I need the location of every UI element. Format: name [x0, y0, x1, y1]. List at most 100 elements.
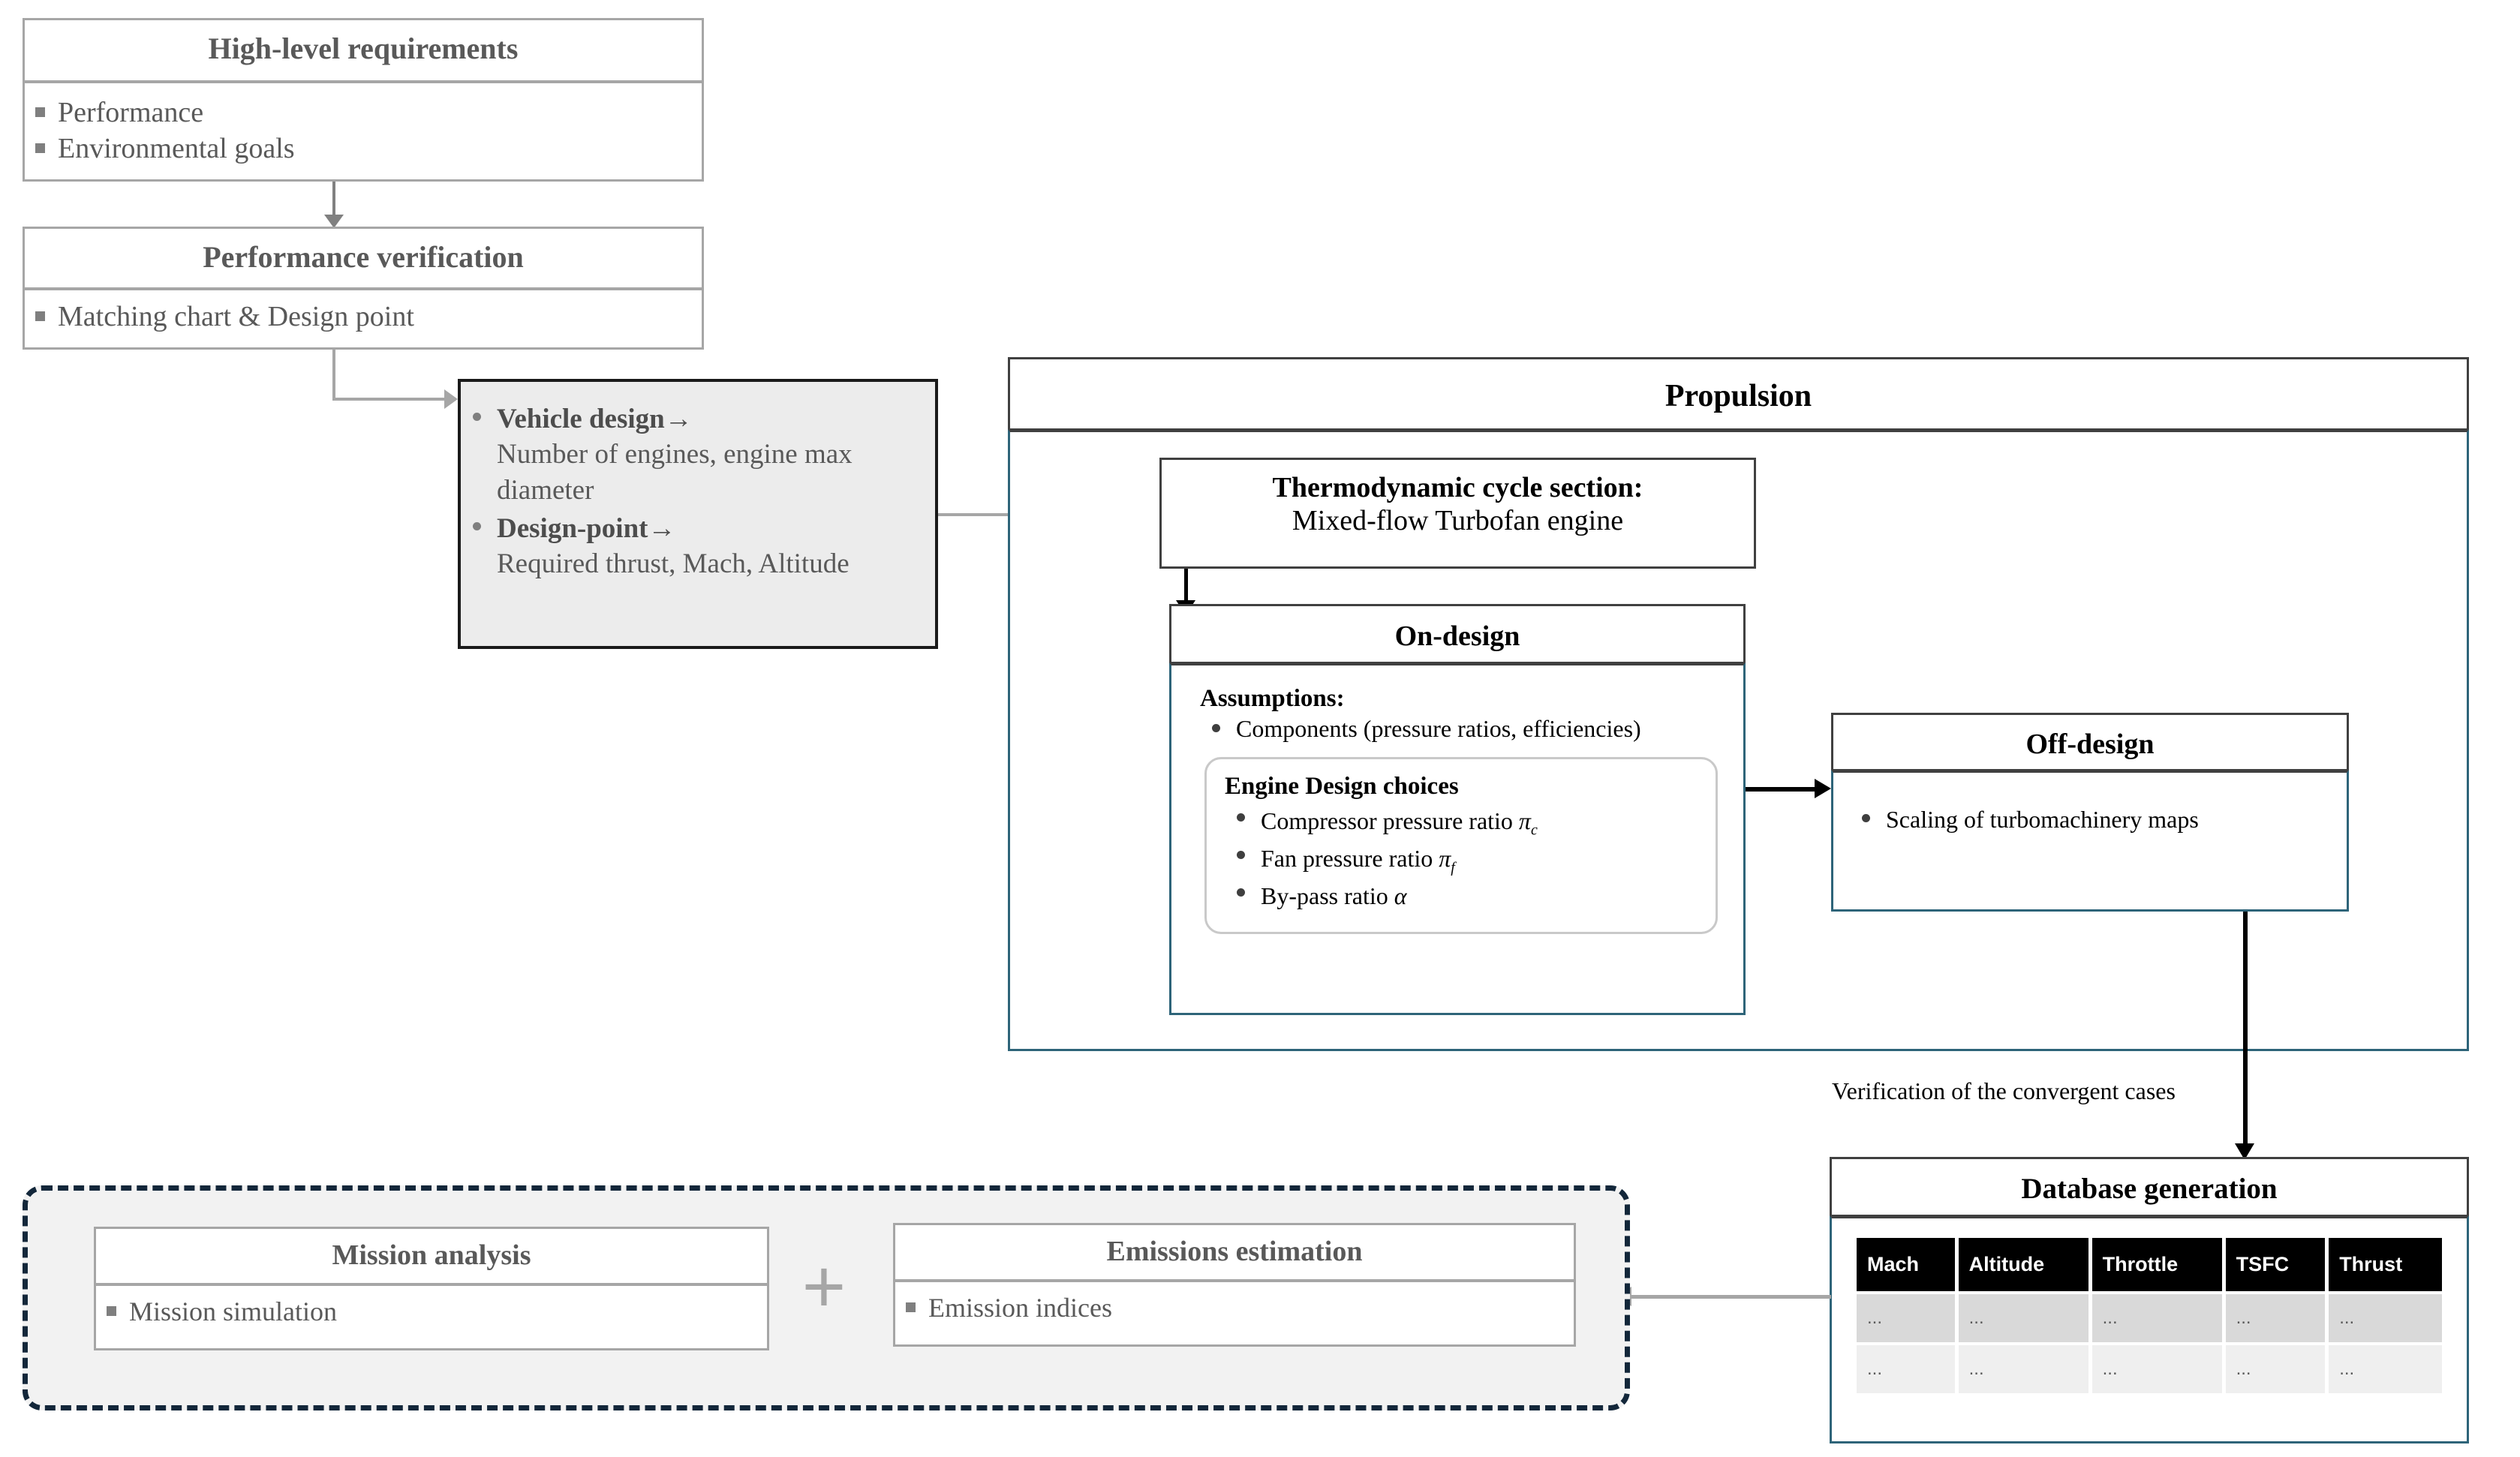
list-item: By-pass ratio α — [1225, 879, 1708, 913]
column-header-throttle: Throttle — [2091, 1238, 2222, 1291]
arrow-on-design-to-off-design — [1746, 787, 1819, 792]
arrow-database-to-analysis — [1630, 1295, 1831, 1299]
arrow-verification-to-design-inputs-horizontal — [332, 398, 447, 401]
performance-verification-body: Matching chart & Design point — [25, 287, 702, 335]
list-item: Performance — [25, 95, 702, 131]
round-bullet-icon — [1237, 850, 1245, 859]
table-cell: ... — [2225, 1345, 2326, 1393]
database-table: Mach Altitude Throttle TSFC Thrust ... .… — [1853, 1235, 2446, 1396]
round-bullet-icon — [1212, 723, 1220, 732]
arrowhead-down-icon — [2235, 1143, 2254, 1160]
connector-label: Verification of the convergent cases — [1832, 1077, 2176, 1104]
round-bullet-icon — [1862, 813, 1870, 822]
list-item: Design-point→ Required thrust, Mach, Alt… — [461, 511, 931, 582]
table-cell: ... — [1857, 1294, 1955, 1342]
performance-verification-card: Performance verification Matching chart … — [23, 227, 704, 350]
engine-design-choices-card: Engine Design choices Compressor pressur… — [1204, 757, 1718, 934]
off-design-body: Scaling of turbomachinery maps — [1831, 770, 2349, 912]
square-bullet-icon — [35, 311, 45, 321]
table-cell: ... — [1857, 1345, 1955, 1393]
table-row: ... ... ... ... ... — [1857, 1345, 2442, 1393]
square-bullet-icon — [906, 1302, 916, 1313]
list-item: Mission simulation — [96, 1295, 767, 1329]
list-item: Compressor pressure ratio πc — [1225, 804, 1708, 841]
list-item: Scaling of turbomachinery maps — [1850, 804, 2324, 834]
symbol-alpha: α — [1394, 882, 1407, 910]
on-design-card: On-design Assumptions: Components (press… — [1169, 604, 1746, 1015]
symbol-pi: π — [1439, 845, 1451, 873]
table-cell: ... — [2329, 1345, 2442, 1393]
list-item: Environmental goals — [25, 131, 702, 167]
arrow-off-design-to-database — [2243, 912, 2248, 1150]
square-bullet-icon — [107, 1306, 116, 1317]
database-generation-card: Database generation Mach Altitude Thrott… — [1830, 1157, 2469, 1443]
list-item: Matching chart & Design point — [25, 299, 702, 335]
round-bullet-icon — [473, 521, 481, 530]
symbol-pi: π — [1518, 807, 1531, 835]
design-input-detail: Number of engines, engine max diameter — [497, 439, 853, 506]
off-design-card: Off-design Scaling of turbomachinery map… — [1831, 713, 2349, 912]
design-input-label: Design-point — [497, 513, 648, 545]
column-header-altitude: Altitude — [1958, 1238, 2088, 1291]
emissions-estimation-card: Emissions estimation Emission indices — [893, 1223, 1576, 1347]
list-item: Emission indices — [895, 1291, 1574, 1325]
table-row: ... ... ... ... ... — [1857, 1294, 2442, 1342]
on-design-header: On-design — [1169, 604, 1746, 664]
table-header-row: Mach Altitude Throttle TSFC Thrust — [1857, 1238, 2442, 1291]
propulsion-title: Propulsion — [1664, 379, 1812, 413]
column-header-mach: Mach — [1857, 1238, 1955, 1291]
high-level-requirements-body: Performance Environmental goals — [25, 80, 702, 167]
engine-design-choices-title: Engine Design choices — [1225, 773, 1459, 801]
round-bullet-icon — [1237, 888, 1245, 897]
symbol-subscript: c — [1530, 822, 1538, 839]
arrowhead-down-icon — [324, 215, 344, 228]
mission-analysis-title: Mission analysis — [332, 1239, 531, 1271]
database-generation-title: Database generation — [2021, 1173, 2278, 1205]
high-level-requirements-card: High-level requirements Performance Envi… — [23, 18, 704, 182]
thermodynamic-title: Thermodynamic cycle section: — [1272, 472, 1643, 503]
column-header-tsfc: TSFC — [2225, 1238, 2326, 1291]
right-arrow-glyph-icon: → — [664, 404, 693, 434]
propulsion-header: Propulsion — [1008, 357, 2469, 431]
arrowhead-right-icon — [444, 389, 458, 409]
emissions-estimation-title: Emissions estimation — [1106, 1236, 1363, 1267]
symbol-subscript: f — [1451, 859, 1455, 876]
table-cell: ... — [2225, 1294, 2326, 1342]
list-item: Fan pressure ratio πf — [1225, 841, 1708, 879]
round-bullet-icon — [473, 412, 481, 421]
performance-verification-title: Performance verification — [203, 240, 524, 274]
arrow-requirements-to-verification — [332, 182, 335, 218]
table-cell: ... — [2091, 1345, 2222, 1393]
mission-analysis-body: Mission simulation — [96, 1283, 767, 1329]
design-inputs-card: Vehicle design→ Number of engines, engin… — [458, 379, 938, 649]
list-item: Vehicle design→ Number of engines, engin… — [461, 401, 931, 508]
arrow-verification-to-design-inputs — [332, 350, 335, 401]
list-item: Components (pressure ratios, efficiencie… — [1200, 714, 1736, 744]
square-bullet-icon — [35, 143, 45, 153]
database-generation-header: Database generation — [1830, 1157, 2469, 1217]
design-input-label: Vehicle design — [497, 404, 665, 434]
on-design-title: On-design — [1394, 620, 1520, 652]
column-header-thrust: Thrust — [2329, 1238, 2442, 1291]
thermodynamic-subtitle: Mixed-flow Turbofan engine — [1292, 504, 1624, 536]
assumptions-label: Assumptions: — [1200, 685, 1345, 712]
off-design-header: Off-design — [1831, 713, 2349, 771]
arrow-thermodynamic-to-on-design — [1184, 569, 1188, 605]
emissions-estimation-body: Emission indices — [895, 1279, 1574, 1325]
database-generation-body: Mach Altitude Throttle TSFC Thrust ... .… — [1830, 1215, 2469, 1443]
table-cell: ... — [2091, 1294, 2222, 1342]
design-input-detail: Required thrust, Mach, Altitude — [497, 548, 850, 580]
table-cell: ... — [1958, 1294, 2088, 1342]
round-bullet-icon — [1237, 813, 1245, 822]
table-cell: ... — [2329, 1294, 2442, 1342]
square-bullet-icon — [35, 107, 45, 117]
arrowhead-right-icon — [1815, 779, 1831, 798]
off-design-title: Off-design — [2025, 728, 2155, 760]
high-level-requirements-title: High-level requirements — [208, 32, 519, 65]
plus-symbol: + — [801, 1245, 847, 1329]
right-arrow-glyph-icon: → — [648, 513, 676, 545]
mission-analysis-card: Mission analysis Mission simulation — [94, 1227, 769, 1350]
on-design-body: Assumptions: Components (pressure ratios… — [1169, 662, 1746, 1015]
table-cell: ... — [1958, 1345, 2088, 1393]
